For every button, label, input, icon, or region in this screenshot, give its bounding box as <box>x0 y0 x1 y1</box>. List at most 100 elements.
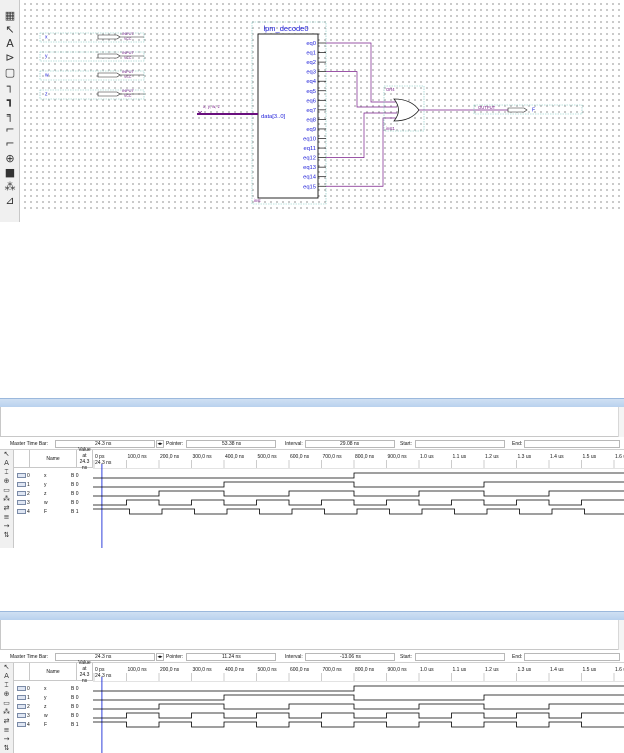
waveform-tools-sidebar: ↖A⌶⊕▭⁂⇄≡→⇅ <box>0 450 14 548</box>
full-screen-icon[interactable]: ▭ <box>3 699 10 707</box>
orthogonal-node-icon[interactable]: ┐ <box>6 80 14 93</box>
decoder-output-eq5: eq5 <box>306 89 316 95</box>
bus-label: x, y, w, z <box>203 104 221 109</box>
signal-value: B 0 <box>71 482 79 488</box>
master-time-bar-label: Master Time Bar: <box>10 441 49 447</box>
text-tool-icon[interactable]: A <box>4 672 9 680</box>
signal-index: 4 <box>27 722 30 728</box>
signal-name: F <box>44 722 48 728</box>
interval-field[interactable] <box>305 653 395 661</box>
pointer-field[interactable] <box>186 653 276 661</box>
symbol-tool-icon[interactable]: ⊳ <box>5 51 15 65</box>
arrow-icon[interactable]: → <box>3 522 10 530</box>
block-select-icon[interactable]: ▦ <box>4 8 16 22</box>
input-pin-symbol <box>97 53 121 59</box>
value-column-header: Value at 24.3 ns <box>77 447 93 471</box>
sort-icon[interactable]: ⇅ <box>3 531 10 539</box>
time-tick-label: 300,0 ns <box>193 454 213 460</box>
full-screen-icon[interactable]: ▭ <box>3 486 10 494</box>
time-stepper[interactable]: ◂▸ <box>156 440 164 448</box>
end-label: End: <box>512 654 523 660</box>
decoder-output-eq10: eq10 <box>303 137 316 143</box>
time-tick-label: 1.3 us <box>518 667 532 673</box>
waveform-editing-icon[interactable]: ⌶ <box>4 468 9 476</box>
replace-icon[interactable]: ⇄ <box>3 717 10 725</box>
schematic-canvas[interactable] <box>21 0 624 210</box>
zoom-icon[interactable]: ⊕ <box>5 151 15 165</box>
wire-eq0 <box>326 42 396 103</box>
output-pin-tag: OUTPUT <box>478 105 496 110</box>
node-icon[interactable]: ╕ <box>6 108 14 122</box>
signal-row-F[interactable]: 4 F B 1 <box>14 720 93 729</box>
block-tool-icon[interactable]: ▢ <box>4 65 16 79</box>
end-field[interactable] <box>524 440 620 448</box>
assign-value-icon[interactable]: ≡ <box>3 513 10 521</box>
interval-field[interactable] <box>305 440 395 448</box>
time-tick-label: 1.5 us <box>583 454 597 460</box>
end-field[interactable] <box>524 653 620 661</box>
mode-panel-scrollbar[interactable] <box>618 407 624 437</box>
simulation-mode-panel <box>0 620 624 650</box>
signal-value: B 1 <box>71 722 79 728</box>
pointer-icon[interactable]: ↖ <box>5 22 15 36</box>
find-icon[interactable]: ⁂ <box>3 708 10 716</box>
find-icon[interactable]: ⁂ <box>4 180 16 194</box>
partial-line-icon[interactable]: ⌐ <box>5 137 15 151</box>
pointer-field[interactable] <box>186 440 276 448</box>
input-pin-vcc: VCC <box>124 56 132 60</box>
replace-icon[interactable]: ⇄ <box>3 504 10 512</box>
decoder-block[interactable]: lpm_decode0data[3..0]insteq0eq1eq2eq3eq4… <box>251 21 327 205</box>
time-tick-label: 100,0 ns <box>128 454 148 460</box>
signal-pin-icon <box>17 491 26 496</box>
assign-value-icon[interactable]: ≡ <box>3 726 10 734</box>
text-tool-icon[interactable]: A <box>6 37 14 51</box>
signal-pin-icon <box>17 509 26 514</box>
master-time-field[interactable] <box>55 653 155 661</box>
pointer-icon[interactable]: ↖ <box>3 450 10 458</box>
time-bar-toolbar: Master Time Bar:24.3 ns◂▸Pointer:11.24 n… <box>0 651 624 663</box>
sort-icon[interactable]: ⇅ <box>3 744 10 752</box>
mode-panel-scrollbar[interactable] <box>618 620 624 650</box>
signal-pin-icon <box>17 713 26 718</box>
pointer-value: 11.24 ns <box>222 654 241 660</box>
start-field[interactable] <box>415 440 505 448</box>
find-icon[interactable]: ⁂ <box>3 495 10 503</box>
waveform-editing-icon[interactable]: ⌶ <box>4 681 9 689</box>
time-tick-label: 900,0 ns <box>388 454 408 460</box>
start-field[interactable] <box>415 653 505 661</box>
zoom-icon[interactable]: ⊕ <box>3 477 10 485</box>
arrow-icon[interactable]: → <box>3 735 10 743</box>
flip-icon[interactable]: ⊿ <box>5 194 15 208</box>
signal-value: B 0 <box>71 491 79 497</box>
rubber-band-icon[interactable]: ⌐ <box>5 122 15 136</box>
bus-end-marker: ✕ <box>197 111 203 118</box>
orthogonal-bus-icon[interactable]: ┓ <box>6 94 14 108</box>
full-screen-icon[interactable]: ■ <box>4 165 16 179</box>
time-tick-label: 600,0 ns <box>290 667 310 673</box>
time-stepper[interactable]: ◂▸ <box>156 653 164 661</box>
master-time-field[interactable] <box>55 440 155 448</box>
bus-input[interactable]: ✕x, y, w, z <box>197 104 258 118</box>
text-tool-icon[interactable]: A <box>4 459 9 467</box>
interval-label: Interval: <box>285 654 303 660</box>
zoom-icon[interactable]: ⊕ <box>3 690 10 698</box>
pointer-icon[interactable]: ↖ <box>3 663 10 671</box>
